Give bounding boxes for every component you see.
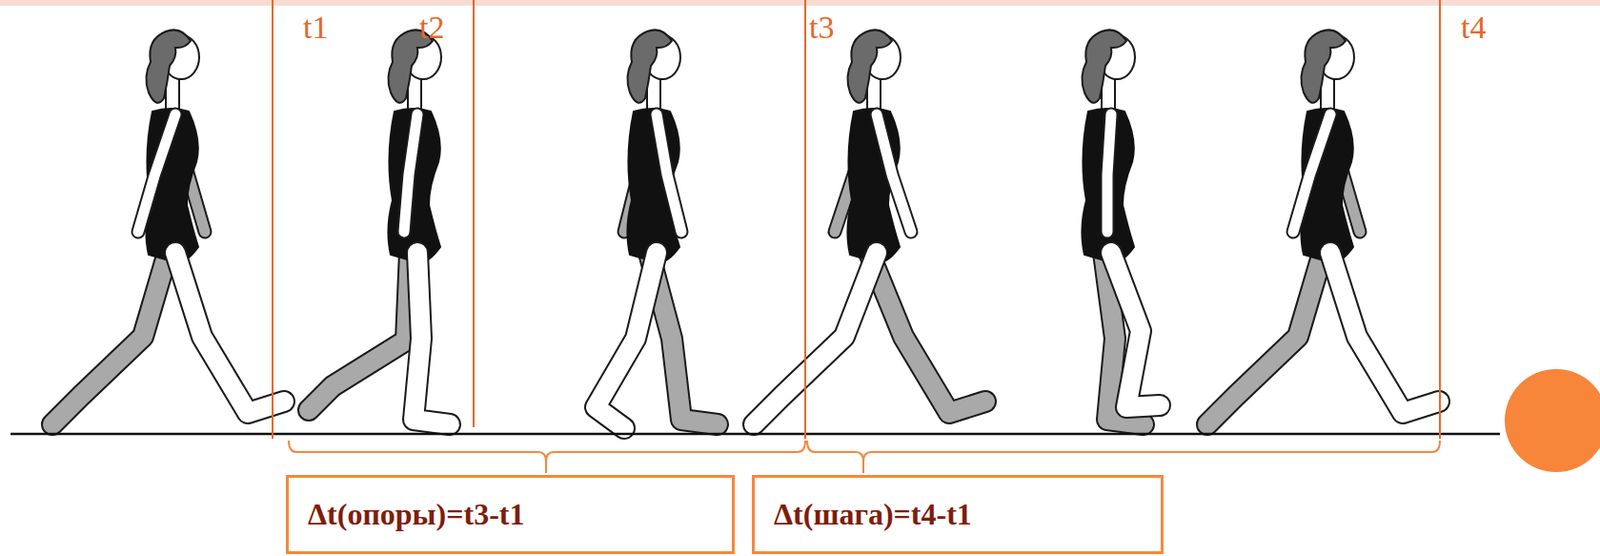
leg: [308, 252, 410, 410]
leg-outline: [1330, 252, 1439, 413]
arm: [876, 114, 912, 232]
leg: [1207, 252, 1323, 425]
hair: [1081, 29, 1127, 102]
marker-line: [1438, 0, 1441, 439]
leg-outline: [52, 252, 168, 425]
ground-line: [10, 432, 1500, 436]
bracket: [807, 440, 1440, 473]
marker-line: [804, 0, 807, 439]
leg: [413, 252, 450, 425]
brackets: [288, 440, 1440, 473]
arm: [656, 114, 682, 232]
leg: [753, 252, 877, 425]
arm: [1107, 114, 1112, 232]
hair: [627, 29, 672, 102]
time-label: t3: [809, 9, 834, 45]
arm-outline: [876, 114, 912, 232]
bracket: [288, 440, 806, 473]
leg: [869, 252, 986, 413]
arm: [1293, 114, 1331, 232]
formula-text: Δt(шага)=t4-t1: [754, 496, 992, 532]
leg: [52, 252, 168, 425]
leg-outline: [595, 252, 657, 428]
formula-box: Δt(опоры)=t3-t1: [285, 474, 735, 554]
leg-outline: [308, 252, 410, 410]
header-strip: [0, 0, 1600, 6]
walking-figure: [308, 29, 450, 425]
formula-box: Δt(шага)=t4-t1: [751, 474, 1164, 554]
swimsuit: [1081, 108, 1135, 263]
decor-circle: [1504, 368, 1600, 472]
arm-outline: [138, 114, 176, 232]
walking-figure: [595, 29, 718, 428]
arm-outline: [1293, 114, 1331, 232]
leg: [595, 252, 657, 428]
arm-outline: [1107, 114, 1112, 232]
hair: [145, 29, 191, 102]
marker-line: [472, 0, 475, 427]
arm-outline: [404, 114, 418, 232]
leg: [175, 252, 284, 413]
arm-outline: [1107, 114, 1112, 232]
swimsuit: [387, 108, 441, 263]
walking-figures: [52, 29, 1439, 428]
leg-outline: [1207, 252, 1323, 425]
leg-outline: [175, 252, 284, 413]
walking-figure: [1207, 29, 1439, 425]
leg: [1111, 252, 1160, 407]
time-label: t4: [1460, 9, 1486, 45]
leg-outline: [413, 252, 450, 425]
time-label: t2: [419, 9, 445, 45]
formula-text: Δt(опоры)=t3-t1: [288, 496, 544, 532]
leg: [1330, 252, 1439, 413]
hair: [847, 29, 892, 102]
leg-outline: [869, 252, 986, 413]
hair: [1300, 29, 1346, 102]
walking-figure: [52, 29, 284, 425]
walking-figure: [1081, 29, 1160, 425]
arm-outline: [656, 114, 682, 232]
arm: [138, 114, 176, 232]
time-markers: [272, 0, 1440, 439]
arm: [404, 114, 418, 232]
time-label: t1: [303, 9, 328, 45]
leg-outline: [1111, 252, 1160, 407]
walking-figure: [753, 29, 986, 425]
arm: [1107, 114, 1112, 232]
leg-outline: [753, 252, 877, 425]
marker-line: [271, 0, 274, 439]
